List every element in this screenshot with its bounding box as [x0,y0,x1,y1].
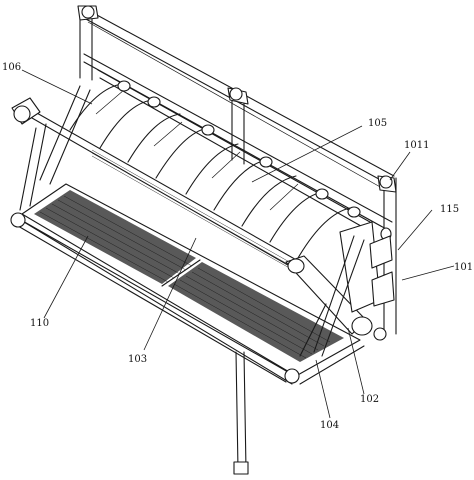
leader-lines [21,69,455,419]
seat-pan [10,183,365,385]
label-115: 115 [440,204,459,215]
label-104: 104 [320,420,339,431]
side-linkages [19,85,395,357]
label-101: 101 [454,262,473,273]
label-105: 105 [368,118,387,129]
label-102: 102 [360,394,379,405]
label-106: 106 [2,62,21,73]
label-103: 103 [128,354,147,365]
back-frame [77,5,397,335]
strap [233,351,249,475]
backrest-slats [11,69,371,275]
label-110: 110 [30,318,49,329]
reference-labels: 106 105 1011 115 101 110 103 102 104 [2,62,473,431]
label-1011: 1011 [404,140,429,151]
